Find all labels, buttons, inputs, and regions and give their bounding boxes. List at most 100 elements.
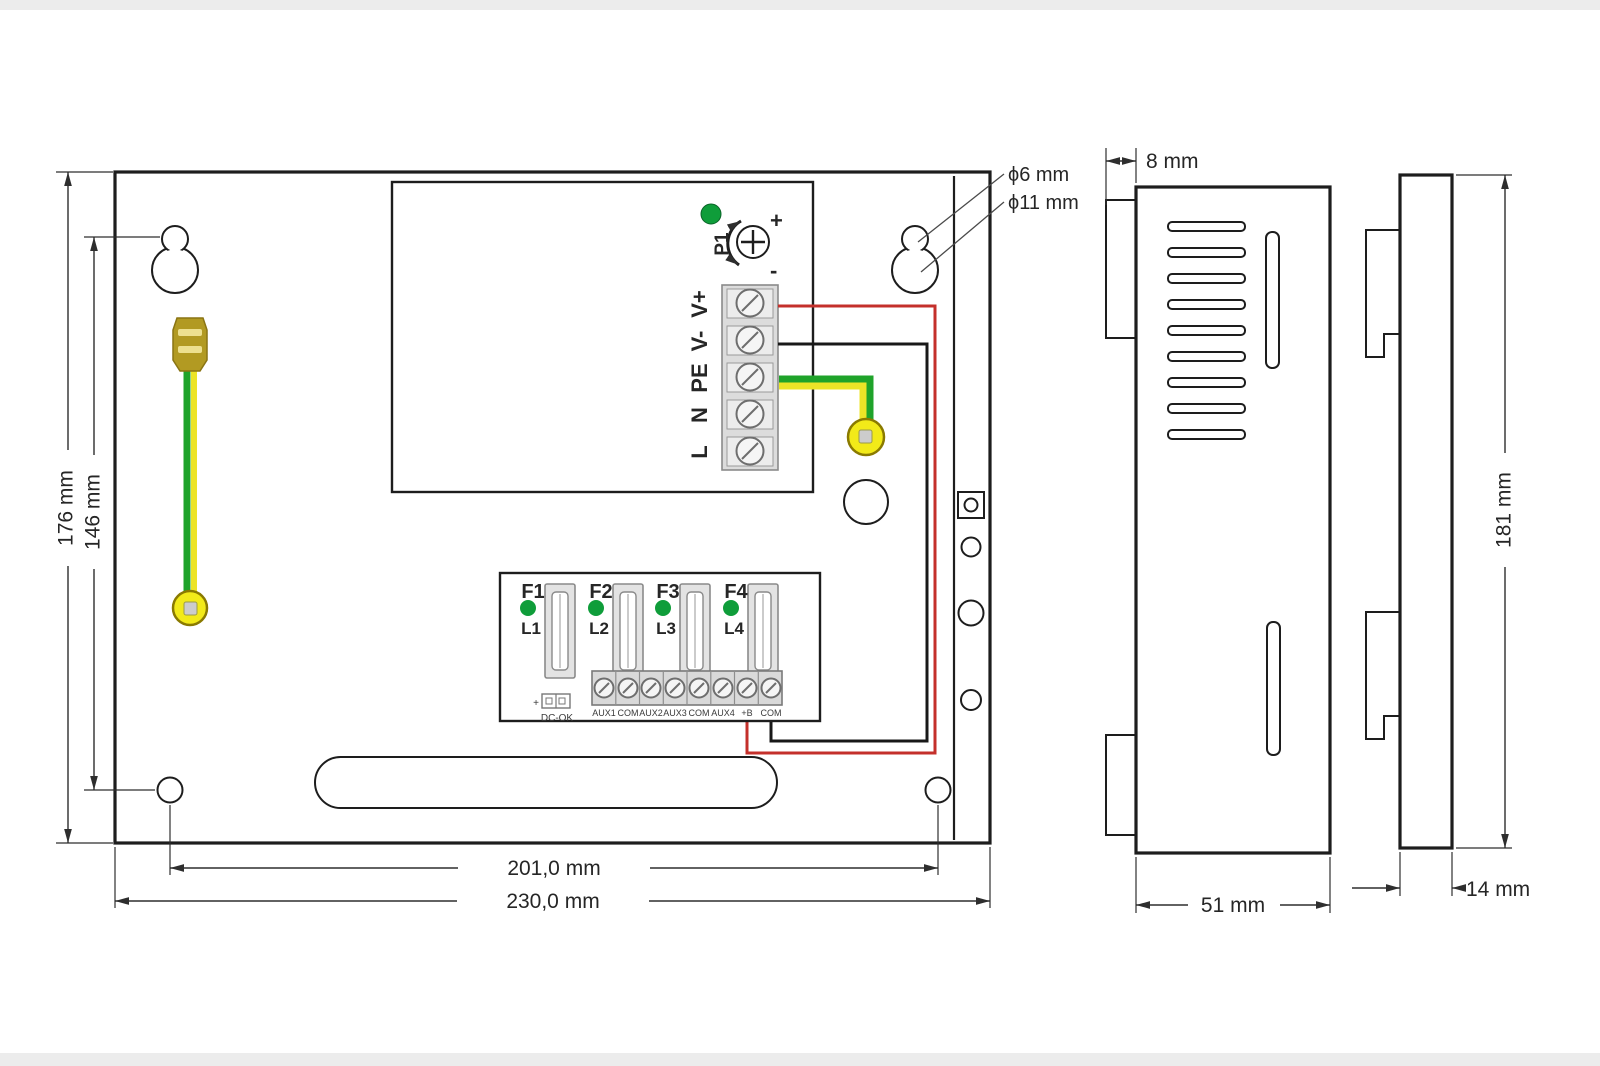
aux-screws	[593, 677, 782, 699]
terminal-label-pe: PE	[687, 363, 712, 392]
dim-cover-height: 181 mm	[1493, 472, 1516, 548]
bottom-mount-hole-right	[924, 776, 952, 804]
aux-label: COM	[618, 708, 639, 718]
fuse-holders	[544, 583, 779, 679]
connector-stripe	[178, 329, 202, 336]
terminal-label-vplus: V+	[687, 290, 712, 318]
power-led-icon	[700, 203, 722, 225]
screw-slot	[693, 682, 705, 694]
bottom-edge-band	[0, 1053, 1600, 1066]
vent-slot	[1167, 299, 1246, 310]
connector-stripe	[178, 346, 202, 353]
cable-entry-slot	[314, 756, 778, 809]
dim-side-depth: 51 mm	[1201, 894, 1265, 917]
vent-slot	[1167, 325, 1246, 336]
aux-label: +B	[741, 708, 752, 718]
keyhole-fill-cover	[164, 228, 186, 250]
aux-label: AUX3	[663, 708, 687, 718]
flange-square-hole	[963, 497, 979, 513]
bottom-mount-hole-left	[156, 776, 184, 804]
ground-lug-center	[858, 429, 873, 444]
vent-slot	[1167, 247, 1246, 258]
cover-view: 181 mm 14 mm	[1352, 173, 1530, 901]
fuse-label: F3	[656, 581, 679, 603]
ground-wire-left	[171, 317, 209, 627]
terminal-screws	[735, 288, 765, 466]
black-wire-vminus	[769, 342, 929, 743]
vent-slot	[1167, 273, 1246, 284]
output-led-icon	[723, 600, 739, 616]
led-label: L2	[589, 619, 609, 638]
side-mount-tab-bottom	[1105, 734, 1137, 836]
aux-label: COM	[761, 708, 782, 718]
dim-text-bg	[458, 854, 650, 880]
pot-label: P1	[712, 232, 733, 256]
terminal-label-vminus: V-	[687, 331, 712, 352]
dim-front-height: 176 mm	[55, 470, 78, 546]
output-led-icon	[520, 600, 536, 616]
led-label: L3	[656, 619, 676, 638]
dc-ok-label: DC-OK	[541, 713, 574, 724]
wiring	[745, 304, 937, 755]
side-view: 8 mm 51 mm	[1105, 148, 1332, 918]
side-body-outline	[1134, 185, 1332, 855]
panel-hole-large	[843, 479, 889, 525]
side-flange-openings	[957, 491, 985, 711]
pot-minus-label: -	[770, 258, 777, 283]
aux-label: AUX4	[711, 708, 735, 718]
pe-wire-green	[779, 375, 874, 424]
vertical-slot-bottom	[1266, 621, 1281, 756]
keyhole-fill-cover	[154, 249, 196, 291]
pot-adjust-arrow-icon	[725, 219, 742, 267]
output-led-icon	[588, 600, 604, 616]
screw-slot	[741, 331, 759, 349]
ground-lug-center	[183, 601, 198, 616]
screw-slot	[765, 682, 777, 694]
keyhole-fill-cover	[904, 228, 926, 250]
vent-slot	[1167, 403, 1246, 414]
ground-faston-connector	[172, 317, 208, 372]
led-label: L4	[724, 619, 744, 638]
output-led-icon	[655, 600, 671, 616]
cover-body-outline	[1398, 173, 1454, 850]
dim-text-bg	[1492, 453, 1518, 567]
screw-slot	[717, 682, 729, 694]
screw-slot	[669, 682, 681, 694]
screw-slot	[741, 294, 759, 312]
fuse-output-board: F1 L1 F2 L2 F3 L3 F4 L4 + DC-OK	[498, 571, 822, 724]
led-label: L1	[521, 619, 541, 638]
dc-ok-pin	[558, 697, 566, 705]
fuse-labels: F1 L1 F2 L2 F3 L3 F4 L4	[520, 581, 749, 638]
dim-text-bg	[457, 887, 649, 913]
screw-slot	[741, 442, 759, 460]
dim-front-mount-spacing-h: 201,0 mm	[507, 857, 600, 880]
flange-hole	[957, 599, 985, 627]
side-mount-tab-top	[1105, 199, 1137, 339]
dim-side-tab-depth: 8 mm	[1146, 150, 1199, 173]
terminal-label-n: N	[687, 407, 712, 423]
vent-slot	[1167, 429, 1246, 440]
dc-ok-connector: + DC-OK	[533, 693, 574, 724]
screw-slot	[645, 682, 657, 694]
potentiometer-p1: P1 + -	[712, 208, 783, 283]
vent-slot	[1167, 351, 1246, 362]
aux-terminal-strip: AUX1 COM AUX2 AUX3 COM AUX4 +B COM	[591, 670, 783, 718]
front-dimensions: 176 mm 146 mm 201,0 mm 230,0 mm ϕ6 mm ϕ1…	[55, 164, 1079, 913]
aux-label: AUX1	[592, 708, 616, 718]
fuse-label: F4	[724, 581, 748, 603]
cover-hook-tab-bottom	[1365, 611, 1401, 740]
vent-slots	[1167, 221, 1246, 440]
red-wire-vplus	[745, 304, 937, 755]
flange-square-opening	[957, 491, 985, 519]
aux-label: AUX2	[639, 708, 663, 718]
vent-slot	[1167, 221, 1246, 232]
dim-front-width: 230,0 mm	[506, 890, 599, 913]
dim-keyhole-small: ϕ6 mm	[1008, 164, 1069, 186]
dim-cover-depth: 14 mm	[1466, 878, 1530, 901]
aux-label: COM	[689, 708, 710, 718]
vertical-slot-top	[1265, 231, 1280, 369]
pot-plus-label: +	[770, 208, 783, 233]
mains-terminal-block: V+ V- PE N L	[687, 284, 779, 471]
terminal-label-l: L	[687, 445, 712, 458]
